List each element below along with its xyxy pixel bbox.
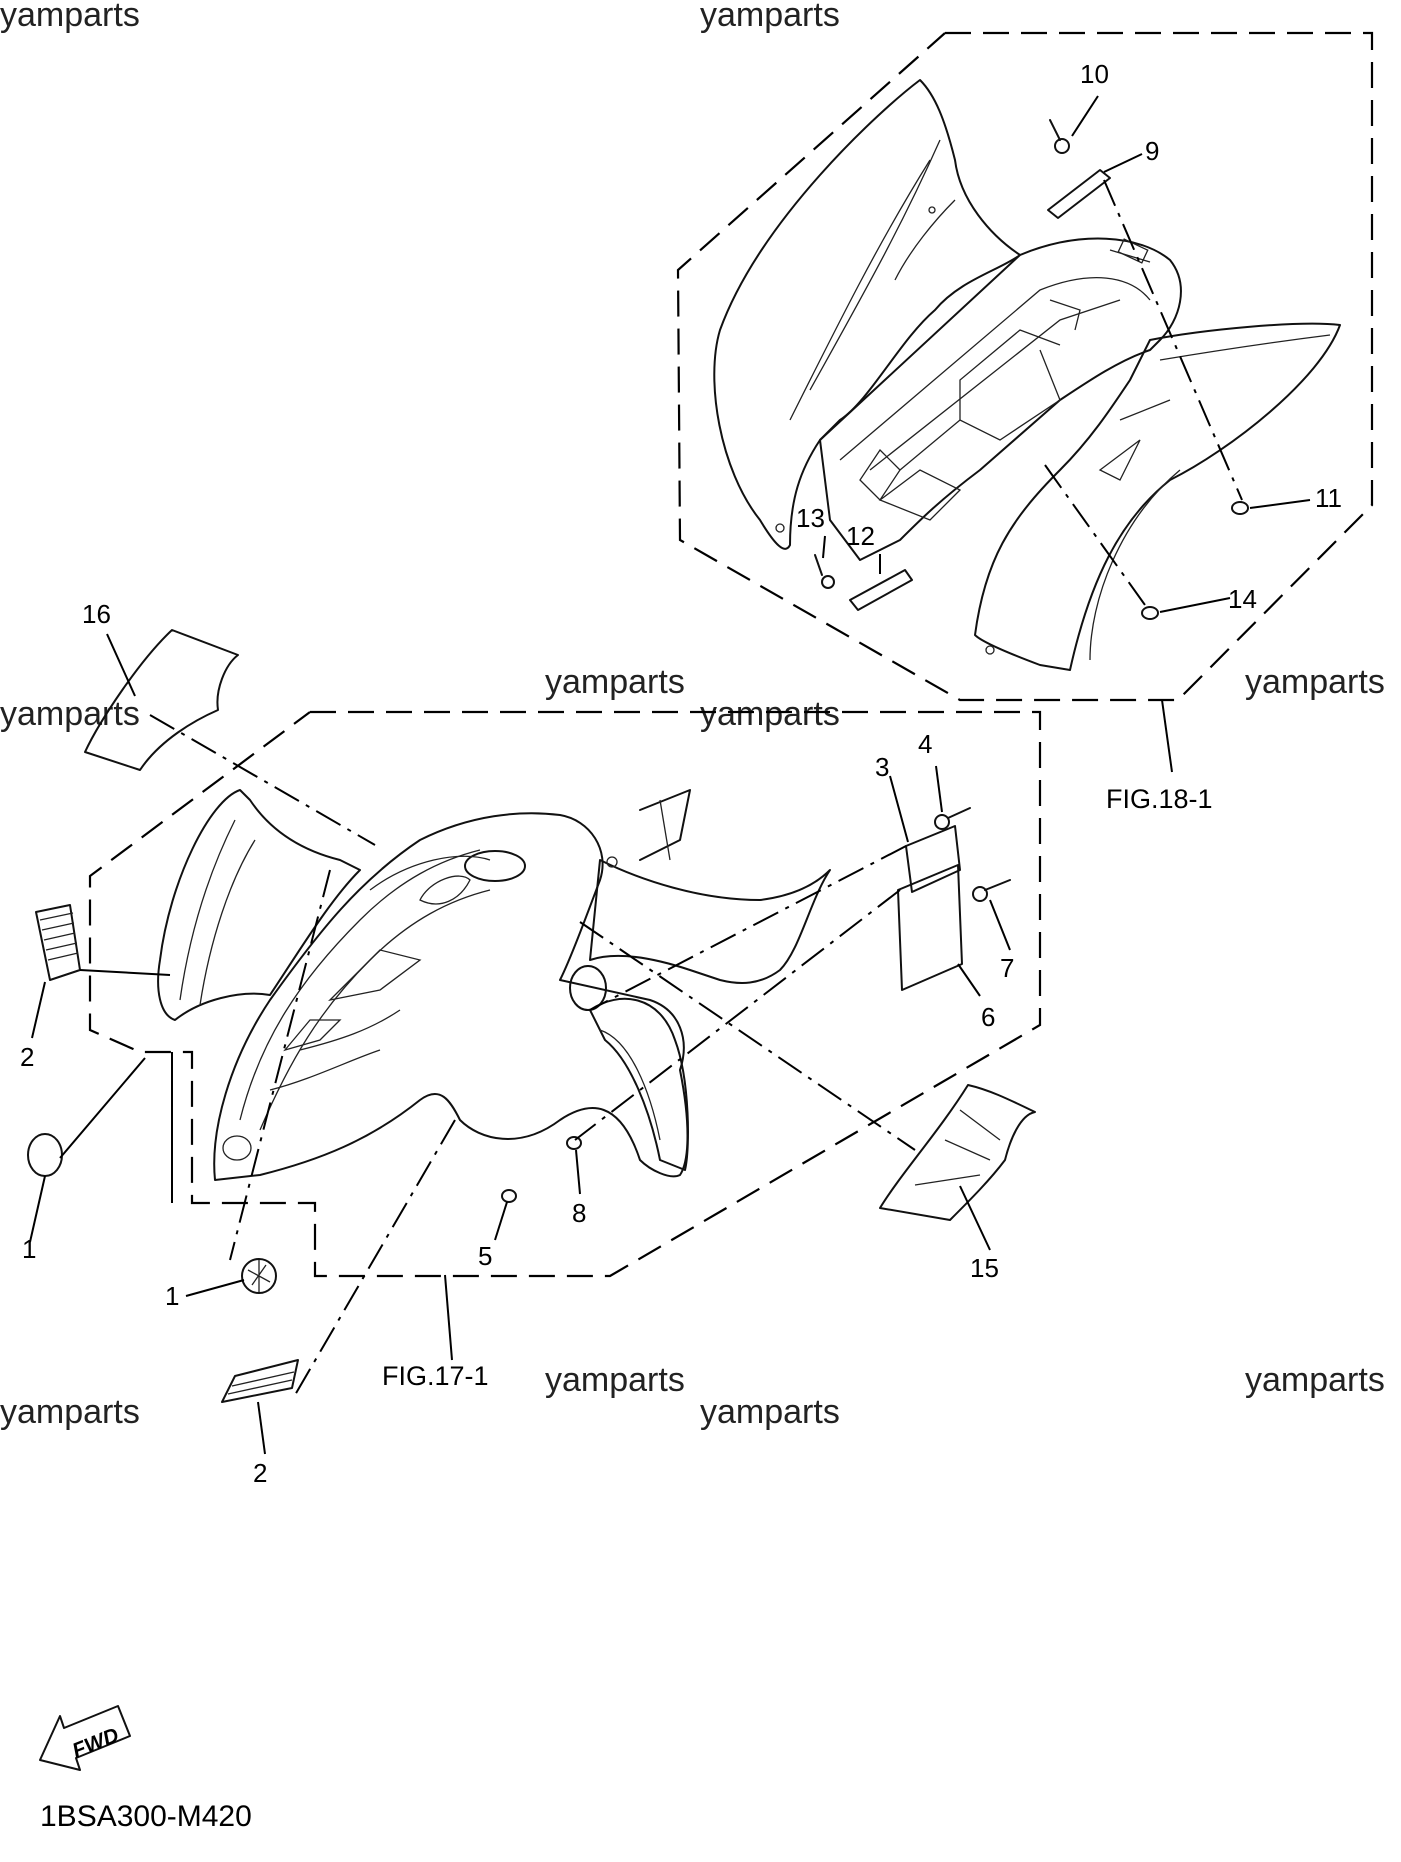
rear-fender-group (676, 31, 1374, 702)
part-14-nut (1141, 606, 1159, 620)
fig-ref-18-1: FIG.18-1 (1106, 784, 1213, 814)
watermark: yamparts (0, 695, 140, 733)
front-fender-group (88, 710, 1042, 1396)
decal-2-lower (221, 1359, 299, 1403)
part-4-rivet (934, 807, 971, 830)
callout-9: 9 (1145, 136, 1159, 166)
callout-1: 1 (165, 1281, 179, 1311)
decal-15 (879, 1084, 1036, 1221)
watermark: yamparts (700, 1393, 840, 1431)
front-fender-boundary (88, 710, 1042, 1278)
watermark: yamparts (700, 695, 840, 733)
callout-2: 2 (253, 1458, 267, 1488)
callout-14: 14 (1228, 584, 1257, 614)
part-13-rivet (814, 554, 835, 589)
callout-12: 12 (846, 521, 875, 551)
part-3-plate (905, 825, 961, 893)
callout-7: 7 (1000, 953, 1014, 983)
callout-2: 2 (20, 1042, 34, 1072)
callout-10: 10 (1080, 59, 1109, 89)
leader-lines (29, 95, 1311, 1455)
part-10-rivet (1049, 119, 1070, 154)
front-fender-right-wing (589, 859, 831, 984)
callouts: 10 9 11 13 12 14 16 3 4 7 6 2 1 1 5 8 15… (20, 59, 1342, 1488)
watermark: yamparts (1245, 663, 1385, 701)
part-11-nut (1231, 501, 1249, 515)
part-9-plate (1047, 169, 1111, 219)
decal-2-upper (35, 904, 81, 981)
callout-13: 13 (796, 503, 825, 533)
callout-11: 11 (1315, 483, 1342, 513)
rear-fender-left-panel (713, 79, 1021, 550)
part-5-nut (501, 1189, 517, 1203)
callout-5: 5 (478, 1241, 492, 1271)
callout-15: 15 (970, 1253, 999, 1283)
part-7-rivet (972, 879, 1011, 902)
front-fender-left-panel (157, 789, 361, 1021)
rear-fender-boundary (676, 31, 1374, 702)
fwd-label: FWD (69, 1724, 122, 1763)
front-fender-right-lobe (589, 997, 689, 1171)
figure-references: FIG.18-1 FIG.17-1 (382, 784, 1213, 1391)
watermark: yamparts (0, 1393, 140, 1431)
part-8-nut (566, 1136, 582, 1150)
callout-1: 1 (22, 1234, 36, 1264)
callout-16: 16 (82, 599, 111, 629)
callout-6: 6 (981, 1002, 995, 1032)
rear-fender-right-wing (974, 322, 1341, 671)
callout-4: 4 (918, 729, 932, 759)
emblem-1-lower (241, 1258, 277, 1294)
watermark: yamparts (700, 0, 840, 34)
rear-fender-center-tray (819, 237, 1182, 561)
watermark: yamparts (1245, 1361, 1385, 1399)
fwd-arrow-icon: FWD (39, 1705, 131, 1771)
front-fender-main-body (213, 812, 689, 1181)
watermark: yamparts (545, 1361, 685, 1399)
fig-ref-17-1: FIG.17-1 (382, 1361, 489, 1391)
watermarks: yamparts yamparts yamparts yamparts yamp… (0, 0, 1385, 1431)
diagram-code: 1BSA300-M420 (40, 1800, 252, 1833)
callout-3: 3 (875, 752, 889, 782)
emblem-1-upper (27, 1133, 63, 1177)
watermark: yamparts (0, 0, 140, 34)
callout-8: 8 (572, 1198, 586, 1228)
watermark: yamparts (545, 663, 685, 701)
part-6-plate (897, 864, 963, 991)
part-12-plate (849, 569, 913, 611)
